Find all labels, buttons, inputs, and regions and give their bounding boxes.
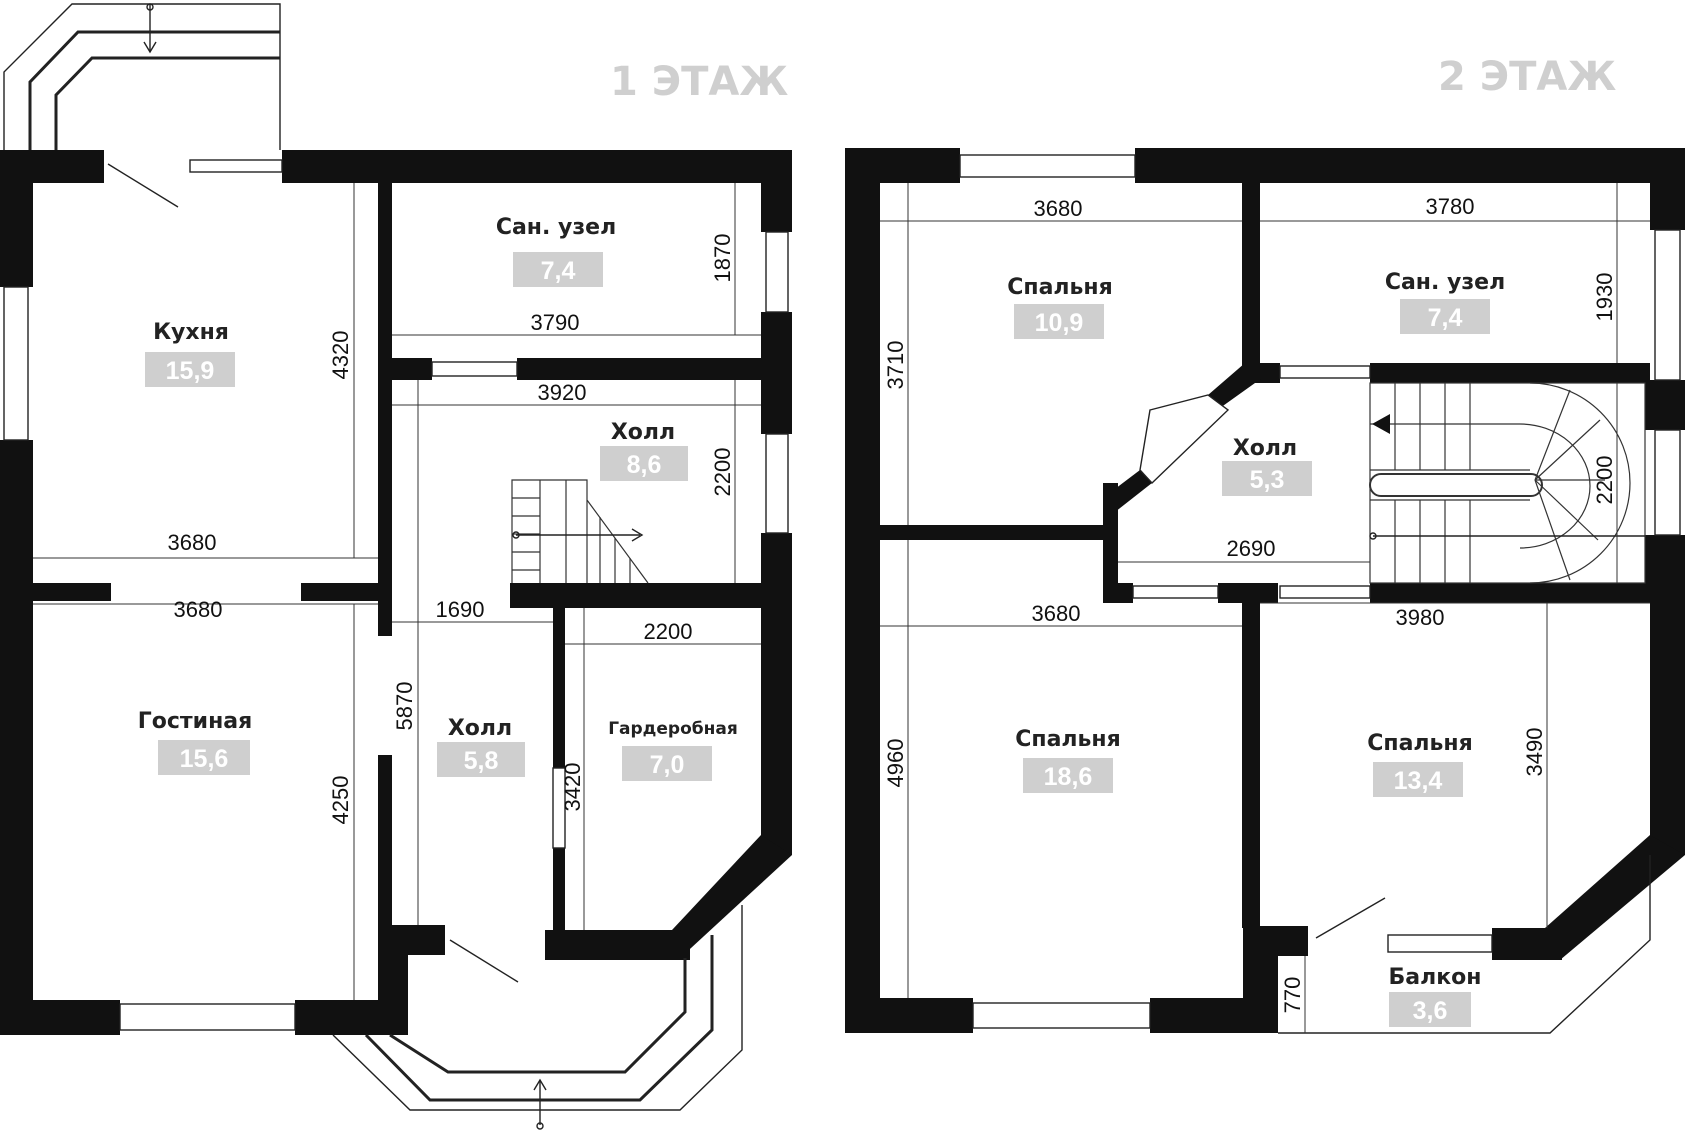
- room-f1-wardrobe: Гардеробная 7,0: [608, 719, 738, 781]
- porch-top-outline: [3, 3, 281, 150]
- floor-2-dimensions: 3680 3780 3710 1930 2200 2690 3680 3980 …: [883, 194, 1617, 1013]
- dim-hall-bottom-width: 1690: [436, 597, 485, 622]
- dim-bed-br-height: 3490: [1522, 728, 1547, 777]
- room-f2-hall: Холл 5,3: [1222, 436, 1312, 496]
- room-f2-bed-bottom-left: Спальня 18,6: [1015, 727, 1121, 793]
- room-f2-bed-bottom-right: Спальня 13,4: [1367, 731, 1473, 797]
- dim-bed-tl-height: 3710: [883, 341, 908, 390]
- area-value: 15,6: [180, 745, 229, 773]
- room-f2-bed-top-left: Спальня 10,9: [1007, 275, 1113, 339]
- dim-stair-height: 2200: [1592, 456, 1617, 505]
- room-f1-bath: Сан. узел 7,4: [496, 215, 616, 287]
- area-value: 8,6: [627, 451, 662, 479]
- area-value: 3,6: [1413, 997, 1448, 1025]
- room-f2-bath: Сан. узел 7,4: [1385, 270, 1505, 334]
- room-f1-kitchen: Кухня 15,9: [145, 320, 235, 387]
- room-name: Спальня: [1367, 731, 1473, 756]
- room-name: Спальня: [1015, 727, 1121, 752]
- porch-bottom-outline: [332, 905, 743, 1130]
- floor-1-dimensions: 4320 1870 3790 3920 2200 3680 3680 1690 …: [168, 234, 735, 825]
- area-badge: [1389, 992, 1471, 1027]
- area-badge: [1373, 762, 1463, 797]
- dim-living-height: 4250: [328, 776, 353, 825]
- area-badge: [437, 742, 525, 777]
- dim-bed-br-width: 3980: [1396, 605, 1445, 630]
- dim-kitchen-height: 4320: [328, 331, 353, 380]
- area-badge: [1023, 758, 1113, 793]
- floor-1-stairs: [511, 479, 649, 584]
- dim-bath-height: 1870: [710, 234, 735, 283]
- dim-hall-width: 3920: [538, 380, 587, 405]
- area-value: 18,6: [1044, 763, 1093, 791]
- balcony-outline: [1278, 855, 1651, 1034]
- room-name: Спальня: [1007, 275, 1113, 300]
- room-name: Гардеробная: [608, 719, 738, 739]
- floor-2-stairs: [1369, 382, 1646, 584]
- area-value: 7,4: [1428, 304, 1463, 332]
- area-badge: [622, 746, 712, 781]
- floor-2-label: 2 ЭТАЖ: [1438, 54, 1616, 100]
- floor-2-windows: [959, 154, 1681, 1029]
- room-f1-hall-bottom: Холл 5,8: [437, 716, 525, 777]
- stair-arrow-icon: [1372, 414, 1390, 434]
- room-name: Холл: [1233, 436, 1297, 461]
- room-f1-living: Гостиная 15,6: [138, 709, 253, 775]
- dim-bath-width: 3790: [531, 310, 580, 335]
- room-name: Холл: [448, 716, 512, 741]
- dim-bath-height: 1930: [1592, 273, 1617, 322]
- area-value: 7,0: [650, 751, 685, 779]
- dim-balcony-height: 770: [1280, 977, 1305, 1014]
- area-value: 7,4: [541, 257, 576, 285]
- room-name: Балкон: [1389, 965, 1482, 990]
- dim-hall-height: 2200: [710, 448, 735, 497]
- floor-2-walls: [845, 148, 1685, 1033]
- area-badge: [513, 252, 603, 287]
- area-value: 13,4: [1394, 767, 1443, 795]
- dim-living-width: 3680: [174, 597, 223, 622]
- floor-1-walls: [0, 150, 792, 1035]
- dim-kitchen-width: 3680: [168, 530, 217, 555]
- floor-2-plan: 2 ЭТАЖ: [845, 54, 1685, 1034]
- dim-wardrobe-height: 3420: [560, 763, 585, 812]
- room-name: Сан. узел: [496, 215, 616, 240]
- area-value: 5,3: [1250, 466, 1285, 494]
- area-badge: [1014, 304, 1104, 339]
- area-badge: [1400, 299, 1490, 334]
- dim-bed-tl-width: 3680: [1034, 196, 1083, 221]
- area-badge: [145, 352, 235, 387]
- area-badge: [600, 446, 688, 481]
- room-name: Кухня: [153, 320, 229, 345]
- dim-wardrobe-width: 2200: [644, 619, 693, 644]
- floor-1-label: 1 ЭТАЖ: [610, 59, 788, 105]
- floor-2-dimension-lines: [880, 183, 1650, 1033]
- floor-2-doors: [1315, 897, 1386, 939]
- dim-hall-bottom-height: 5870: [392, 682, 417, 731]
- dim-bath-width: 3780: [1426, 194, 1475, 219]
- area-badge: [158, 740, 250, 775]
- room-f1-hall-top: Холл 8,6: [600, 420, 688, 481]
- floor-1-plan: 1 ЭТАЖ: [0, 3, 792, 1130]
- floor-1-doors: [107, 163, 519, 983]
- floor-1-dimension-lines: [33, 183, 761, 1000]
- area-value: 5,8: [464, 747, 499, 775]
- room-f2-balcony: Балкон 3,6: [1389, 965, 1482, 1027]
- dim-bed-bl-width: 3680: [1032, 601, 1081, 626]
- area-value: 15,9: [166, 357, 215, 385]
- floor-1-windows: [3, 159, 789, 1031]
- room-name: Холл: [611, 420, 675, 445]
- area-value: 10,9: [1035, 309, 1084, 337]
- room-name: Гостиная: [138, 709, 253, 734]
- dim-bed-bl-height: 4960: [883, 739, 908, 788]
- room-name: Сан. узел: [1385, 270, 1505, 295]
- dim-hall-width: 2690: [1227, 536, 1276, 561]
- area-badge: [1222, 461, 1312, 496]
